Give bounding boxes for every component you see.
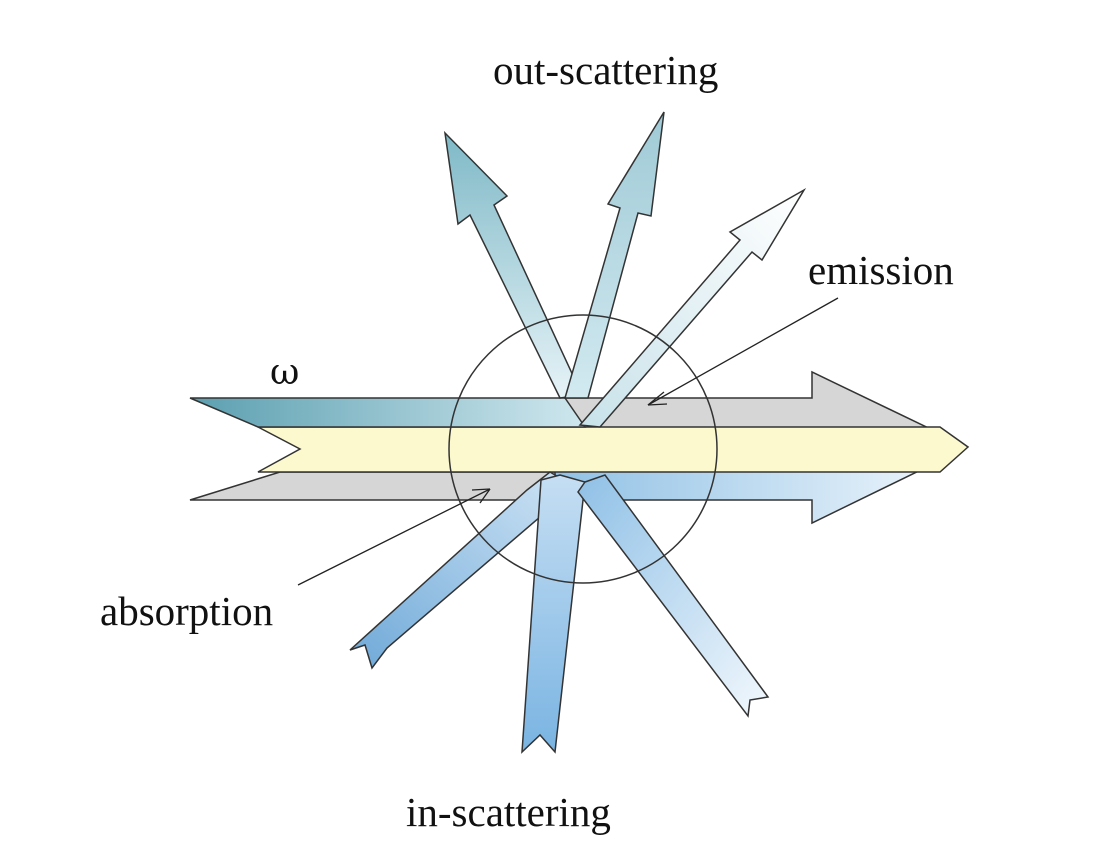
out-scattering-label: out-scattering	[493, 47, 718, 93]
upper-teal-band	[189, 397, 587, 428]
in-scattering-arrow-lower-right	[577, 474, 770, 718]
emission-pointer-arrowhead	[647, 391, 668, 406]
absorption-label: absorption	[100, 588, 273, 634]
out-scattering-arrow-up-left	[443, 130, 584, 399]
in-scattering-label: in-scattering	[406, 789, 611, 835]
control-volume-circle	[448, 314, 718, 584]
lower-gray-band	[189, 471, 556, 501]
emission-label: emission	[808, 247, 954, 293]
central-yellow-band	[257, 426, 970, 473]
omega-label: ω	[270, 352, 299, 393]
out-scattering-arrow-up	[564, 111, 665, 399]
emission-pointer-line	[647, 297, 839, 406]
absorption-pointer-arrowhead	[471, 488, 491, 504]
out-scattering-arrow-up-right	[578, 187, 807, 428]
absorption-pointer-line	[297, 488, 491, 586]
